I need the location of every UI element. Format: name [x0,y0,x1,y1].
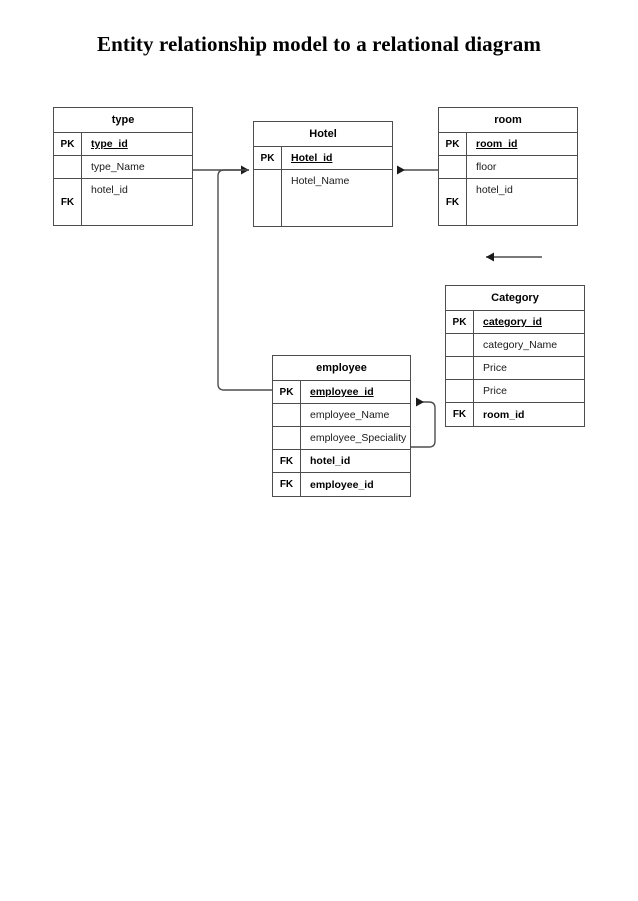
attribute-name: hotel_id [476,184,513,196]
entity-title-room: room [439,108,577,133]
attribute-name: Price [483,385,507,397]
attribute-name: Hotel_id [291,152,333,164]
key-label: PK [439,133,467,155]
key-label [446,334,474,356]
table-row[interactable]: FK room_id [446,403,584,426]
table-row[interactable]: Price [446,357,584,380]
attribute-name: type_Name [91,161,145,173]
attribute-name: employee_Speciality [310,432,407,444]
key-label: PK [54,133,82,155]
key-label [439,156,467,178]
key-label: PK [446,311,474,333]
attribute-name: type_id [91,138,128,150]
table-row[interactable]: floor [439,156,577,179]
page-title: Entity relationship model to a relationa… [97,32,541,57]
key-label [54,156,82,178]
entity-title-hotel: Hotel [254,122,392,147]
attribute-name: Price [483,362,507,374]
key-label [446,357,474,379]
entity-table-hotel[interactable]: Hotel PK Hotel_id Hotel_Name [253,121,393,227]
key-label: FK [273,473,301,496]
key-label [273,427,301,449]
table-row[interactable]: PK category_id [446,311,584,334]
attribute-name: hotel_id [91,184,128,196]
key-label [446,380,474,402]
attribute-name: category_Name [483,339,558,351]
attribute-name: employee_id [310,386,374,398]
entity-title-employee: employee [273,356,410,381]
key-label: FK [446,403,474,426]
attribute-name: room_id [476,138,518,150]
table-row[interactable]: Hotel_Name [254,170,392,226]
key-label [273,404,301,426]
connector-employee-self-loop [411,397,436,448]
key-label: FK [273,450,301,472]
table-row[interactable]: FK hotel_id [439,179,577,225]
table-row[interactable]: type_Name [54,156,192,179]
table-row[interactable]: PK Hotel_id [254,147,392,170]
entity-table-room[interactable]: room PK room_id floor FK hotel_id [438,107,578,226]
table-row[interactable]: FK hotel_id [273,450,410,473]
attribute-name: room_id [483,408,525,421]
table-row[interactable]: PK type_id [54,133,192,156]
table-row[interactable]: category_Name [446,334,584,357]
table-row[interactable]: Price [446,380,584,403]
key-label [254,170,282,226]
entity-title-category: Category [446,286,584,311]
key-label: PK [273,381,301,403]
table-row[interactable]: PK room_id [439,133,577,156]
table-row[interactable]: employee_Name [273,404,410,427]
attribute-name: hotel_id [310,455,351,467]
entity-table-type[interactable]: type PK type_id type_Name FK hotel_id [53,107,193,226]
table-row[interactable]: PK employee_id [273,381,410,404]
attribute-name: floor [476,161,497,173]
table-row[interactable]: FK hotel_id [54,179,192,225]
key-label: FK [54,179,82,225]
table-row[interactable]: FK employee_id [273,473,410,496]
key-label: FK [439,179,467,225]
table-row[interactable]: employee_Speciality [273,427,410,450]
entity-title-type: type [54,108,192,133]
entity-table-employee[interactable]: employee PK employee_id employee_Name em… [272,355,411,497]
attribute-name: category_id [483,316,542,328]
attribute-name: employee_id [310,478,374,491]
key-label: PK [254,147,282,169]
attribute-name: employee_Name [310,409,390,421]
entity-table-category[interactable]: Category PK category_id category_Name Pr… [445,285,585,427]
attribute-name: Hotel_Name [291,175,350,187]
